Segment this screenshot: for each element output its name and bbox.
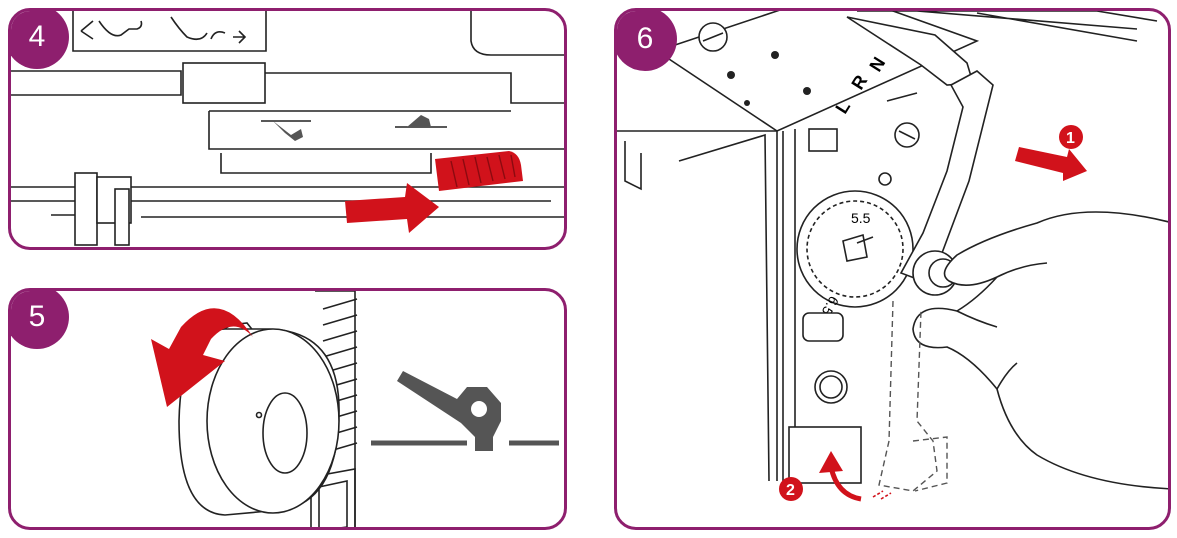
step-4-badge: 4 <box>11 11 69 69</box>
slider-block <box>182 62 266 104</box>
guide-plate-outline <box>72 11 267 52</box>
machine-side <box>315 291 356 527</box>
stitch-symbol-left <box>98 20 143 37</box>
lower-plate <box>208 111 564 150</box>
vent-slots <box>322 298 358 454</box>
pull-lever-arrow <box>1015 147 1087 181</box>
hand <box>912 211 1168 490</box>
bottom-block <box>788 426 862 484</box>
step-4-illustration <box>11 11 564 246</box>
slide-right-arrow <box>345 183 439 233</box>
step-5-panel: 5 <box>8 288 567 530</box>
bar-outline <box>11 70 182 96</box>
step-6-panel: L R N 5.5 6.5 <box>614 8 1171 530</box>
callout-1-text: 1 <box>1066 130 1075 147</box>
feed-dog-lever <box>435 151 523 191</box>
feed-dog-left-symbol <box>273 121 303 141</box>
step-5-illustration <box>151 291 559 527</box>
step-4-panel: 4 <box>8 8 567 250</box>
presser-foot-lever <box>899 70 994 280</box>
callout-1-circle <box>1059 125 1083 149</box>
feed-dog-right-symbol <box>407 115 431 127</box>
rotate-handwheel-arrow <box>151 308 253 407</box>
dial-value-top: 5.5 <box>851 210 871 226</box>
handwheel-hub <box>262 392 308 474</box>
callout-2-text: 2 <box>786 482 795 499</box>
lower-plate-button <box>802 312 844 342</box>
presser-foot-holder <box>846 16 975 86</box>
dashed-presser-foot <box>878 300 938 492</box>
plate-label-l: L <box>831 97 854 117</box>
step-6-illustration: L R N 5.5 6.5 <box>617 11 1168 502</box>
lowered-feed-dog-lever <box>397 371 501 451</box>
callout-2-circle <box>779 477 803 501</box>
post-left <box>74 172 98 246</box>
front-face-edge <box>617 130 778 481</box>
machine-top <box>655 11 980 132</box>
plate-label-n: N <box>865 53 889 75</box>
stitch-symbol-right <box>170 16 208 41</box>
step-6-badge: 6 <box>617 11 677 71</box>
step-5-badge: 5 <box>11 291 69 349</box>
dial-symbol <box>842 233 874 262</box>
